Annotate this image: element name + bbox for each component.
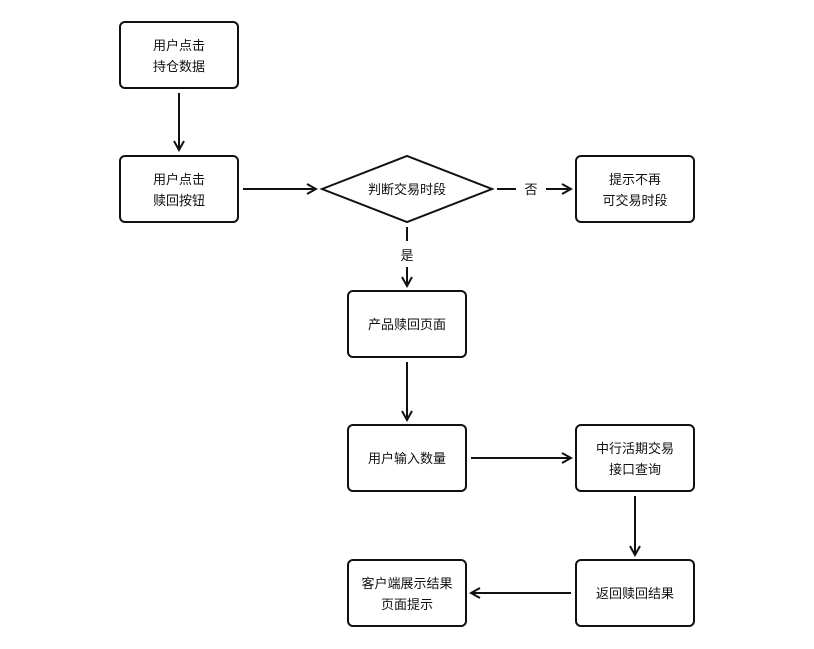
node-line: 接口查询 (609, 462, 661, 478)
node-client-show-result: 客户端展示结果 页面提示 (347, 559, 467, 627)
node-check-trading-hours: 判断交易时段 (319, 154, 495, 224)
node-line: 页面提示 (381, 597, 433, 613)
node-user-input-quantity: 用户输入数量 (347, 424, 467, 492)
node-line: 用户点击 (153, 38, 205, 54)
node-line: 用户输入数量 (368, 451, 446, 467)
node-line: 返回赎回结果 (596, 587, 674, 602)
node-not-trading-hours-tip: 提示不再 可交易时段 (575, 155, 695, 223)
node-line: 赎回按钮 (153, 194, 205, 209)
node-line: 判断交易时段 (368, 182, 446, 198)
node-line: 用户点击 (153, 172, 205, 188)
node-line: 客户端展示结果 (361, 576, 452, 592)
node-line: 中行活期交易 (596, 441, 674, 457)
node-line: 持仓数据 (153, 60, 205, 75)
node-line: 产品赎回页面 (368, 318, 446, 333)
edge-label-no: 否 (524, 183, 537, 198)
edge-label-yes: 是 (400, 249, 413, 264)
node-return-redeem-result: 返回赎回结果 (575, 559, 695, 627)
node-line: 提示不再 (609, 172, 661, 188)
node-line: 可交易时段 (602, 193, 667, 209)
node-user-click-holdings: 用户点击 持仓数据 (119, 21, 239, 89)
node-user-click-redeem-button: 用户点击 赎回按钮 (119, 155, 239, 223)
node-boc-api-query: 中行活期交易 接口查询 (575, 424, 695, 492)
node-product-redeem-page: 产品赎回页面 (347, 290, 467, 358)
